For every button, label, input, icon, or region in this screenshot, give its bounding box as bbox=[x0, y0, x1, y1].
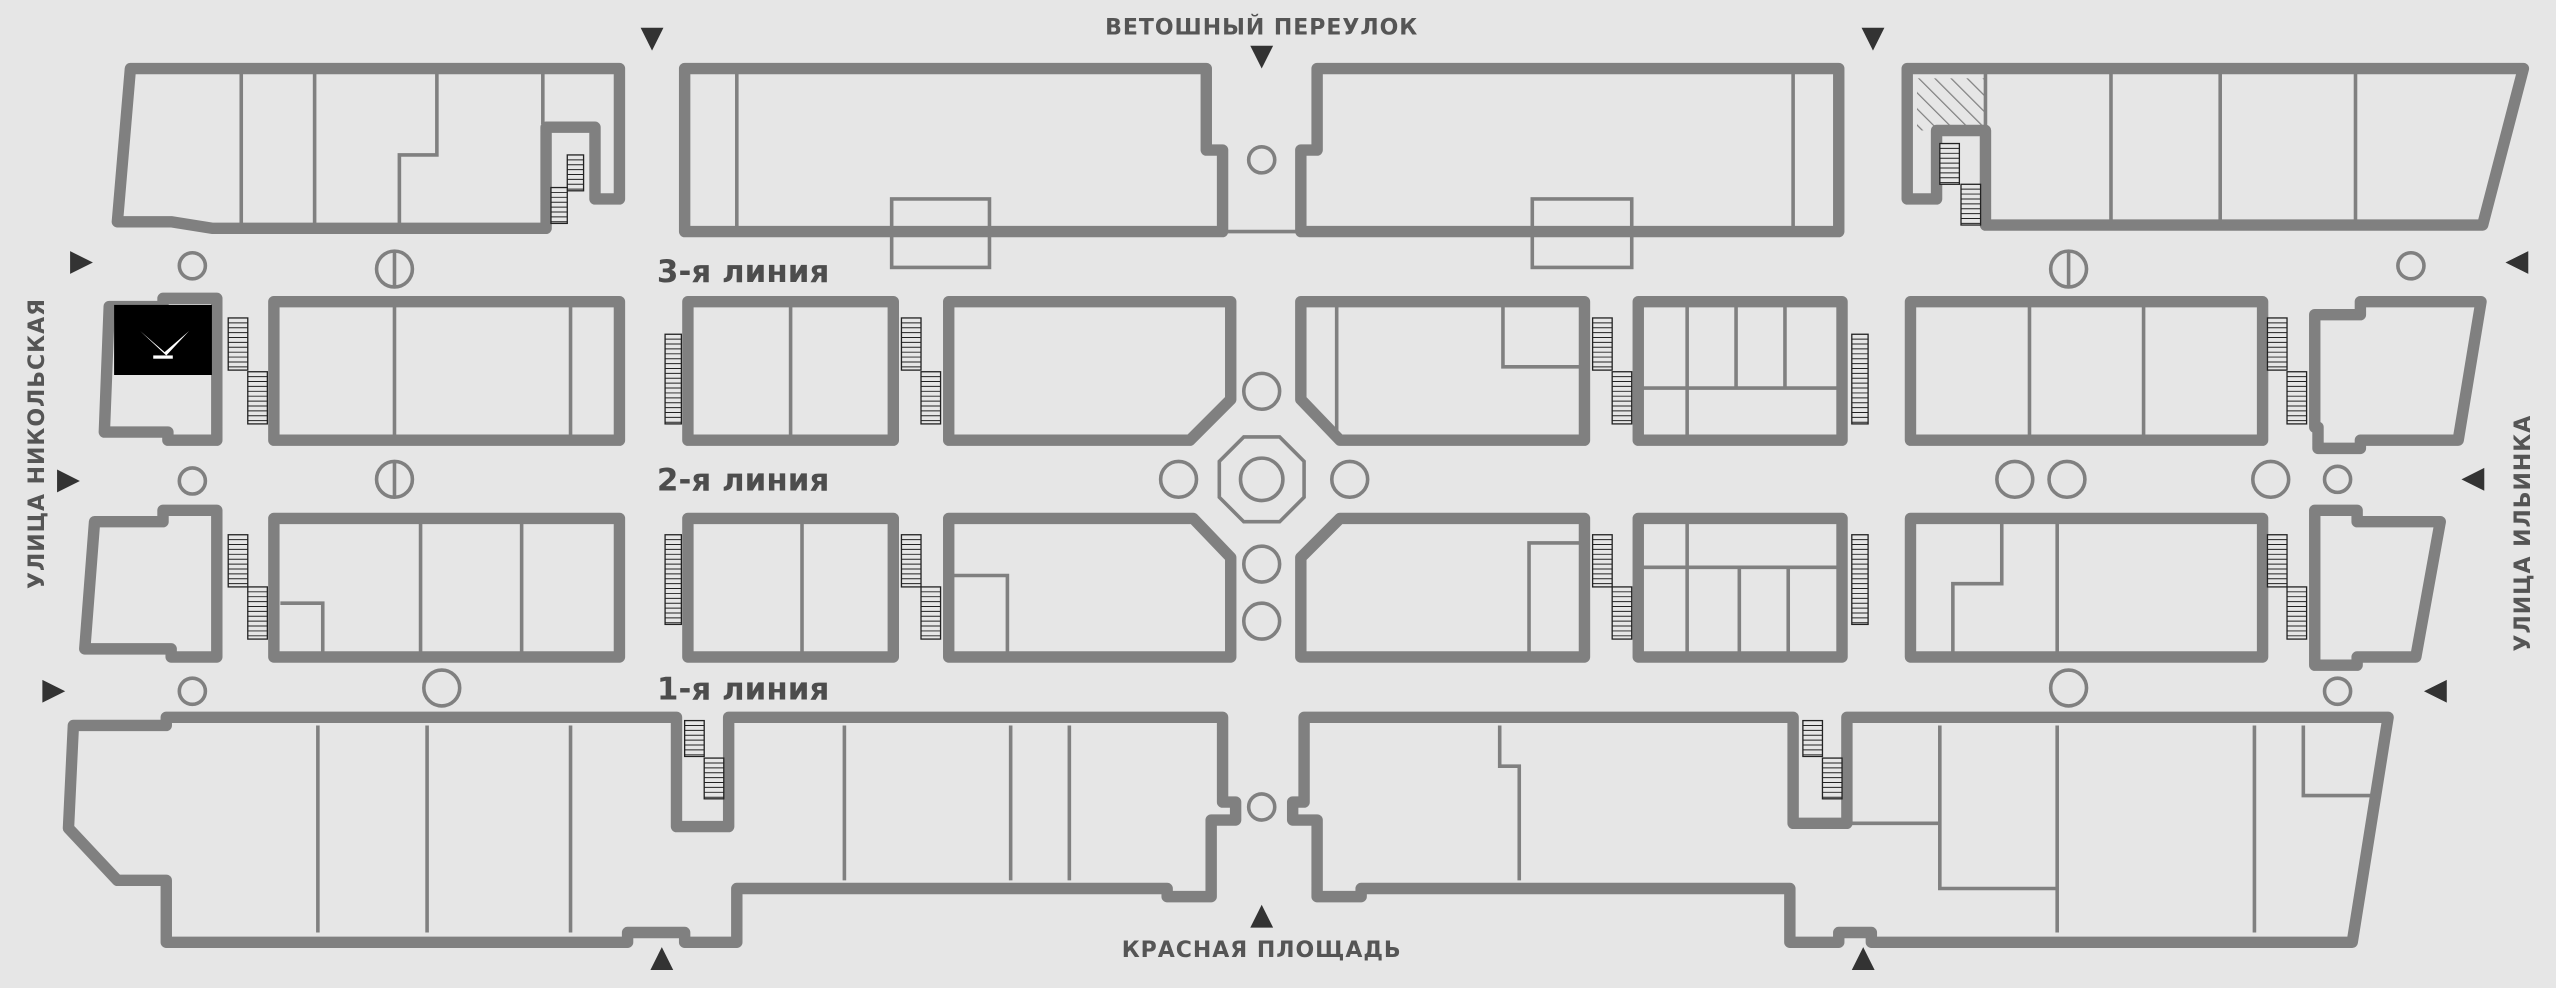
stairs-icon[interactable] bbox=[227, 534, 249, 588]
entrance-arrow-icon[interactable] bbox=[57, 469, 80, 493]
line-label-2: 2-я линия bbox=[657, 463, 829, 499]
entrance-arrow-icon[interactable] bbox=[1250, 45, 1274, 69]
block[interactable] bbox=[79, 504, 223, 663]
entrance-arrow-icon[interactable] bbox=[42, 679, 66, 703]
escalator-icon[interactable] bbox=[422, 668, 462, 708]
column-icon[interactable] bbox=[2322, 464, 2353, 495]
stairs-icon[interactable] bbox=[2266, 534, 2288, 588]
entrance-arrow-icon[interactable] bbox=[650, 947, 674, 970]
column-icon[interactable] bbox=[177, 466, 208, 496]
entrance-arrow-icon[interactable] bbox=[2461, 467, 2485, 491]
block[interactable] bbox=[1904, 512, 2269, 663]
elevator-icon[interactable] bbox=[374, 459, 415, 500]
column-icon[interactable] bbox=[1241, 371, 1282, 412]
elevator-icon[interactable] bbox=[374, 249, 415, 289]
column-icon[interactable] bbox=[1241, 544, 1282, 584]
stairs-icon[interactable] bbox=[247, 586, 268, 640]
column-icon[interactable] bbox=[1995, 459, 2035, 500]
stairs-icon[interactable] bbox=[2286, 371, 2308, 425]
block[interactable] bbox=[268, 295, 626, 446]
stairs-icon[interactable] bbox=[920, 371, 942, 425]
building-row-bottom bbox=[62, 711, 2394, 948]
block[interactable] bbox=[2309, 295, 2487, 455]
street-label-top: ВЕТОШНЫЙ ПЕРЕУЛОК bbox=[1105, 14, 1418, 40]
stairs-icon[interactable] bbox=[683, 719, 705, 758]
column-icon[interactable] bbox=[2396, 250, 2426, 281]
stairs-icon[interactable] bbox=[1851, 333, 1869, 425]
block-top-center-right[interactable] bbox=[1295, 62, 1845, 238]
block[interactable] bbox=[1632, 512, 1848, 663]
entrance-arrow-icon[interactable] bbox=[1861, 27, 1885, 51]
block[interactable] bbox=[943, 295, 1237, 446]
highlighted-store[interactable] bbox=[114, 304, 212, 376]
entrance-arrow-icon[interactable] bbox=[2423, 679, 2447, 703]
column-icon[interactable] bbox=[1246, 144, 1277, 175]
elevator-icon[interactable] bbox=[2048, 249, 2089, 289]
block-bottom-right[interactable] bbox=[1286, 711, 2394, 948]
line-label-1: 1-я линия bbox=[657, 671, 829, 707]
column-icon[interactable] bbox=[1158, 459, 1199, 500]
street-label-left: УЛИЦА НИКОЛЬСКАЯ bbox=[25, 298, 50, 589]
fountain-icon[interactable] bbox=[1217, 435, 1306, 524]
stairs-icon[interactable] bbox=[1821, 757, 1843, 800]
building-row-upper bbox=[98, 292, 2487, 455]
gum-logo bbox=[140, 330, 190, 359]
stairs-icon[interactable] bbox=[2266, 317, 2288, 371]
block[interactable] bbox=[1295, 512, 1591, 663]
block[interactable] bbox=[682, 295, 900, 446]
block-logo-store[interactable] bbox=[98, 292, 223, 446]
entrance-arrow-icon[interactable] bbox=[640, 27, 664, 51]
escalator-icon[interactable] bbox=[2048, 668, 2089, 708]
block[interactable] bbox=[1632, 295, 1848, 446]
stairs-icon[interactable] bbox=[1611, 371, 1633, 425]
column-icon[interactable] bbox=[177, 250, 208, 281]
block[interactable] bbox=[943, 512, 1237, 663]
block[interactable] bbox=[2309, 504, 2446, 671]
stairs-icon[interactable] bbox=[1851, 534, 1869, 626]
stairs-icon[interactable] bbox=[2286, 586, 2308, 640]
entrance-arrow-icon[interactable] bbox=[70, 251, 93, 274]
stairs-icon[interactable] bbox=[550, 186, 568, 225]
stairs-icon[interactable] bbox=[1802, 719, 1824, 758]
kiosk[interactable] bbox=[889, 197, 992, 270]
block[interactable] bbox=[268, 512, 626, 663]
stairs-icon[interactable] bbox=[247, 371, 268, 425]
escalator-icon[interactable] bbox=[1241, 601, 1282, 641]
building-row-top bbox=[111, 62, 2530, 270]
stairs-icon[interactable] bbox=[900, 317, 922, 371]
stairs-icon[interactable] bbox=[1611, 586, 1633, 640]
stairs-icon[interactable] bbox=[1591, 317, 1613, 371]
entrance-arrow-icon[interactable] bbox=[1250, 904, 1274, 928]
block-top-center-left[interactable] bbox=[678, 62, 1229, 238]
entrance-arrow-icon[interactable] bbox=[1851, 947, 1875, 970]
stairs-icon[interactable] bbox=[566, 154, 585, 192]
column-icon[interactable] bbox=[1330, 459, 1370, 500]
stairs-icon[interactable] bbox=[1591, 534, 1613, 588]
block-bottom-left[interactable] bbox=[62, 711, 1242, 948]
entrance-arrow-icon[interactable] bbox=[2505, 251, 2529, 274]
column-icon[interactable] bbox=[1246, 792, 1277, 822]
stairs-icon[interactable] bbox=[664, 534, 683, 626]
block-top-left[interactable] bbox=[111, 62, 626, 234]
street-label-right: УЛИЦА ИЛЬИНКА bbox=[2511, 415, 2536, 652]
street-label-bottom: КРАСНАЯ ПЛОЩАДЬ bbox=[1122, 938, 1402, 963]
column-icon[interactable] bbox=[2047, 459, 2087, 500]
hatched-areas bbox=[1917, 78, 1986, 131]
hatched-area bbox=[1917, 78, 1986, 131]
block[interactable] bbox=[1295, 295, 1591, 446]
column-icon[interactable] bbox=[177, 676, 208, 707]
stairs-icon[interactable] bbox=[1960, 183, 1982, 226]
line-label-3: 3-я линия bbox=[657, 254, 829, 290]
stairs-icon[interactable] bbox=[703, 757, 725, 800]
stairs-icon[interactable] bbox=[664, 333, 683, 425]
column-icon[interactable] bbox=[2251, 459, 2291, 500]
stairs-icon[interactable] bbox=[900, 534, 922, 588]
building-row-lower bbox=[79, 504, 2446, 671]
stairs-icon[interactable] bbox=[920, 586, 942, 640]
stairs-icon[interactable] bbox=[1939, 142, 1961, 185]
block[interactable] bbox=[682, 512, 900, 663]
kiosk[interactable] bbox=[1530, 197, 1634, 270]
column-icon[interactable] bbox=[2322, 676, 2353, 707]
stairs-icon[interactable] bbox=[227, 317, 249, 371]
